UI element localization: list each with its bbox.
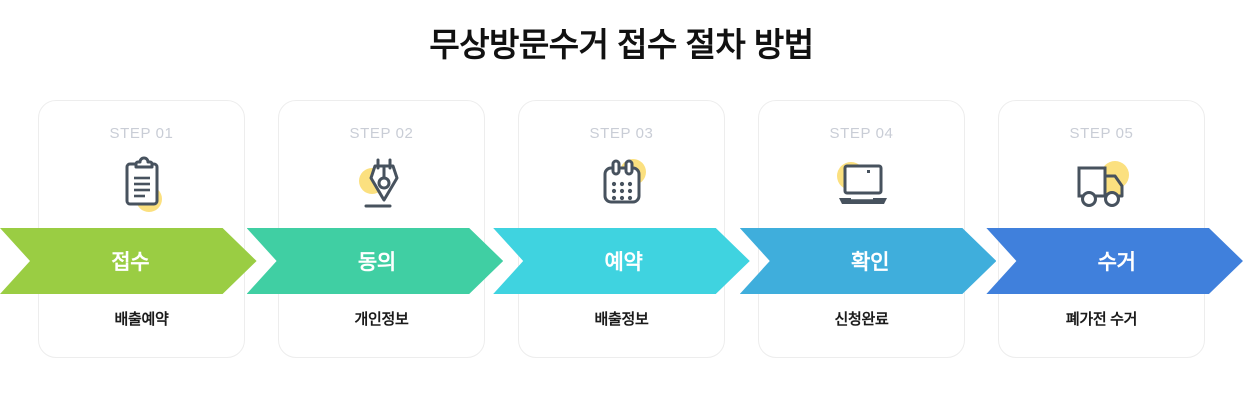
step-number-label: STEP 04 [829, 125, 894, 142]
step-number-label: STEP 02 [349, 125, 414, 142]
pen-nib-icon [345, 154, 419, 218]
stage-label: 예약 [604, 251, 643, 274]
laptop-icon [825, 154, 899, 218]
stage-label: 접수 [111, 251, 150, 274]
step-description: 배출정보 [594, 311, 649, 328]
stage-arrow-band: 접수 동의 예약 확인 수거 [0, 228, 1243, 294]
step-number-label: STEP 05 [1069, 125, 1134, 142]
step-number-label: STEP 01 [109, 125, 174, 142]
step-description: 신청완료 [834, 311, 889, 328]
stage-label: 수거 [1097, 251, 1136, 274]
step-description: 배출예약 [114, 311, 169, 328]
page-title: 무상방문수거 접수 절차 방법 [429, 26, 814, 63]
calendar-icon [585, 154, 659, 218]
stage-arrow-5[interactable]: 수거 [986, 228, 1243, 294]
stage-label: 확인 [851, 251, 890, 274]
step-number-label: STEP 03 [589, 125, 654, 142]
stage-arrow-1[interactable]: 접수 [0, 228, 257, 294]
step-description: 개인정보 [354, 311, 409, 328]
truck-icon [1065, 154, 1139, 218]
stage-arrow-4[interactable]: 확인 [740, 228, 997, 294]
stage-label: 동의 [357, 251, 396, 274]
step-description: 폐가전 수거 [1065, 311, 1138, 328]
stage-arrow-2[interactable]: 동의 [247, 228, 504, 294]
stage-arrow-3[interactable]: 예약 [493, 228, 750, 294]
clipboard-icon [105, 154, 179, 218]
